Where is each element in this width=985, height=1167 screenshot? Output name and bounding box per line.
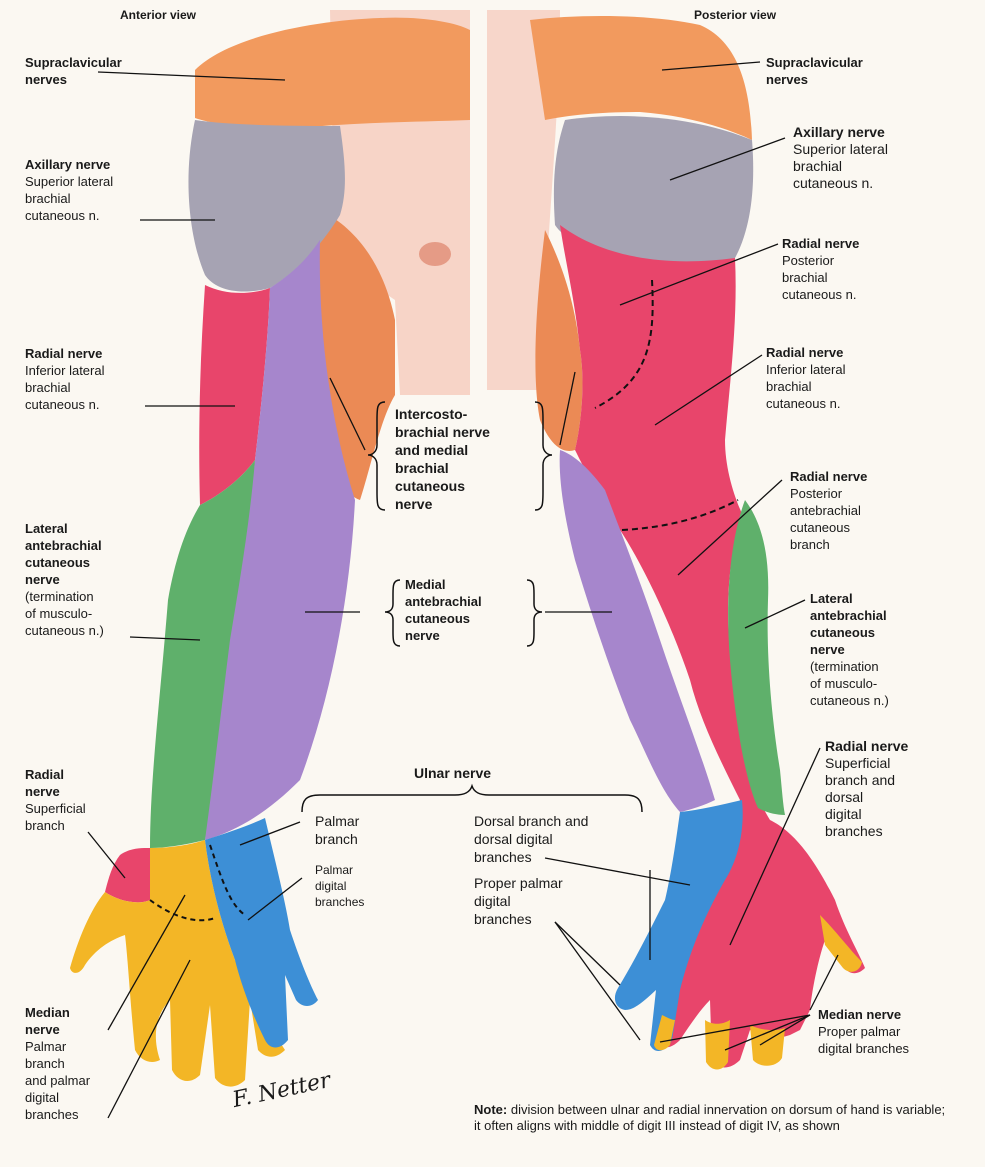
footnote: Note: division between ulnar and radial … — [474, 1102, 954, 1134]
label-title: Supraclavicular nerves — [766, 54, 863, 88]
label-radial-superficial-right: Radial nerve Superficial branch and dors… — [825, 738, 908, 840]
label-description: Posterior brachial cutaneous n. — [782, 252, 859, 303]
anterior-supraclavicular-region — [195, 18, 470, 128]
label-title: Lateral antebrachial cutaneous nerve — [810, 590, 889, 658]
label-title: Radial nerve — [25, 766, 86, 800]
label-description: (termination of musculo- cutaneous n.) — [25, 588, 104, 639]
anterior-figure — [70, 10, 470, 1118]
label-description: Palmar branch and palmar digital branche… — [25, 1038, 90, 1123]
label-median-right: Median nerve Proper palmar digital branc… — [818, 1006, 909, 1057]
brace-medial-left — [385, 580, 400, 646]
label-medial-antebrachial: Medial antebrachial cutaneous nerve — [405, 576, 482, 644]
label-description: Superior lateral brachial cutaneous n. — [25, 173, 113, 224]
label-radial-superficial-left: Radial nerve Superficial branch — [25, 766, 86, 834]
label-palmar-digital: Palmar digital branches — [315, 862, 364, 910]
label-title: Radial nerve — [782, 235, 859, 252]
posterior-median-tip-ring — [705, 1020, 730, 1070]
footnote-text: division between ulnar and radial innerv… — [474, 1102, 945, 1133]
label-description: Inferior lateral brachial cutaneous n. — [25, 362, 104, 413]
label-supraclavicular-left: Supraclavicular nerves — [25, 54, 122, 88]
label-description: Superior lateral brachial cutaneous n. — [793, 141, 888, 192]
label-radial-posterior-brachial: Radial nerve Posterior brachial cutaneou… — [782, 235, 859, 303]
label-title: Axillary nerve — [793, 124, 888, 141]
label-radial-posterior-antebrachial: Radial nerve Posterior antebrachial cuta… — [790, 468, 867, 553]
label-dorsal-branch: Dorsal branch and dorsal digital branche… — [474, 812, 588, 866]
label-title: Radial nerve — [25, 345, 104, 362]
label-supraclavicular-right: Supraclavicular nerves — [766, 54, 863, 88]
label-lateral-antebrachial-right: Lateral antebrachial cutaneous nerve (te… — [810, 590, 889, 709]
posterior-view-title: Posterior view — [694, 8, 776, 22]
anterior-radial-superficial-region — [105, 848, 150, 902]
footnote-label: Note: — [474, 1102, 507, 1117]
label-description: Posterior antebrachial cutaneous branch — [790, 485, 867, 553]
label-axillary-right: Axillary nerve Superior lateral brachial… — [793, 124, 888, 192]
label-title: Supraclavicular nerves — [25, 54, 122, 88]
label-title: Radial nerve — [825, 738, 908, 755]
label-title: Radial nerve — [766, 344, 845, 361]
label-description: (termination of musculo- cutaneous n.) — [810, 658, 889, 709]
label-lateral-antebrachial-left: Lateral antebrachial cutaneous nerve (te… — [25, 520, 104, 639]
label-title: Axillary nerve — [25, 156, 113, 173]
label-description: Superficial branch and dorsal digital br… — [825, 755, 908, 840]
label-description: Proper palmar digital branches — [818, 1023, 909, 1057]
label-title: Median nerve — [25, 1004, 90, 1038]
anterior-nipple — [419, 242, 451, 266]
brace-medial-right — [527, 580, 542, 646]
label-ulnar-nerve: Ulnar nerve — [414, 764, 491, 782]
label-median-left: Median nerve Palmar branch and palmar di… — [25, 1004, 90, 1123]
label-proper-palmar: Proper palmar digital branches — [474, 874, 563, 928]
label-radial-inferior-right: Radial nerve Inferior lateral brachial c… — [766, 344, 845, 412]
label-axillary-left: Axillary nerve Superior lateral brachial… — [25, 156, 113, 224]
label-title: Median nerve — [818, 1006, 909, 1023]
label-radial-inferior-left: Radial nerve Inferior lateral brachial c… — [25, 345, 104, 413]
label-palmar-branch: Palmar branch — [315, 812, 359, 848]
label-title: Lateral antebrachial cutaneous nerve — [25, 520, 104, 588]
brace-ulnar — [302, 786, 642, 812]
anterior-view-title: Anterior view — [120, 8, 196, 22]
label-description: Superficial branch — [25, 800, 86, 834]
label-title: Radial nerve — [790, 468, 867, 485]
label-intercostobrachial: Intercosto- brachial nerve and medial br… — [395, 405, 490, 513]
posterior-median-tip-middle — [750, 1025, 785, 1066]
label-description: Inferior lateral brachial cutaneous n. — [766, 361, 845, 412]
